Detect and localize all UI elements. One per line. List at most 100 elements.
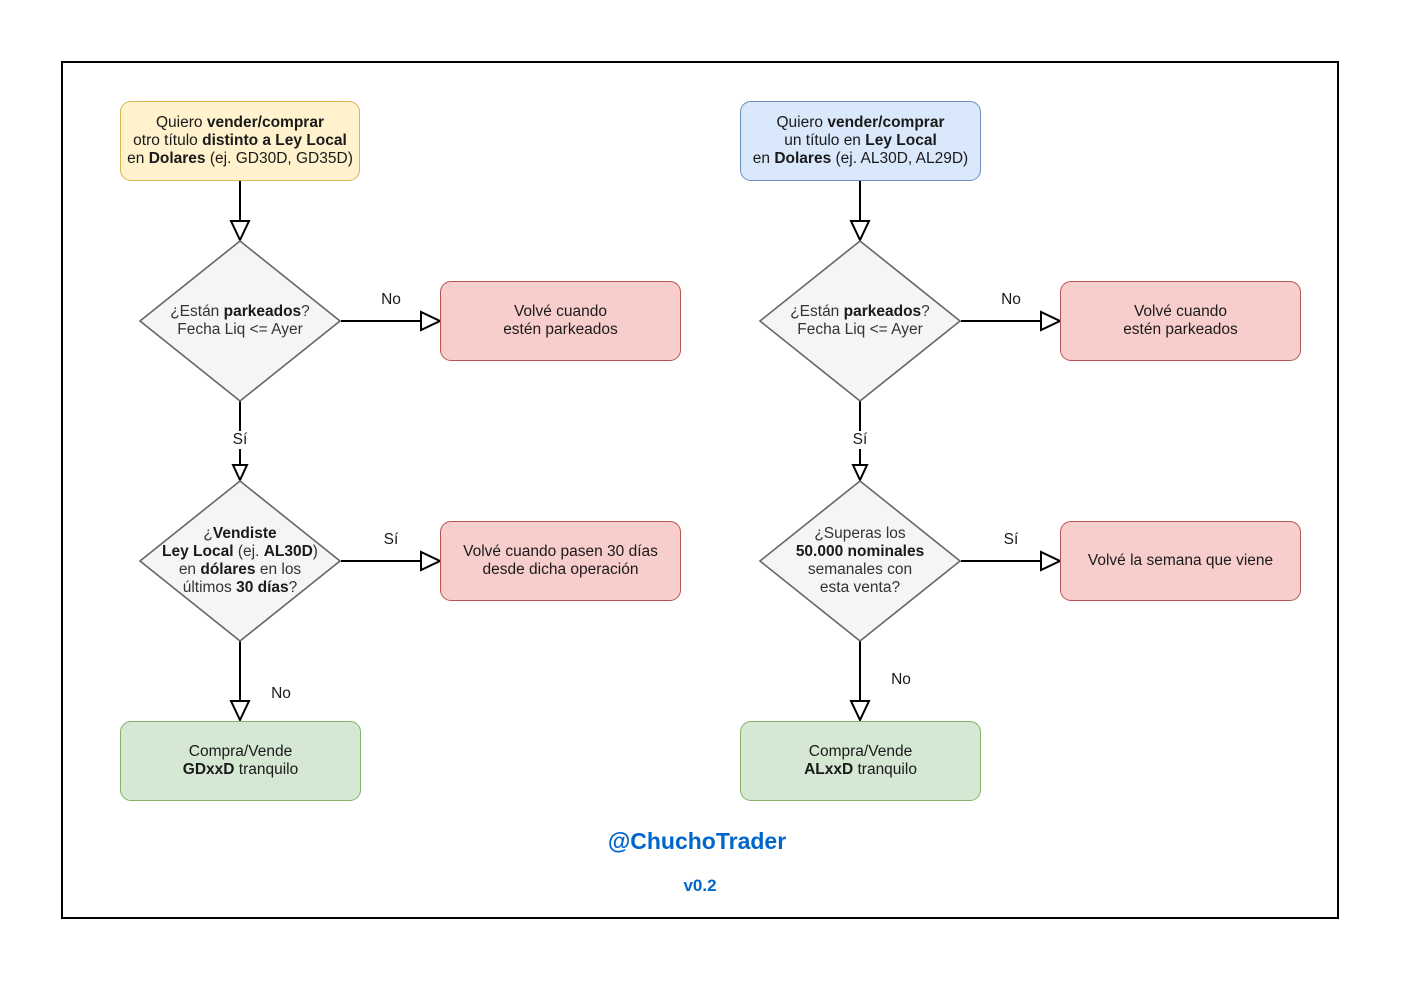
- node-text-line: Quiero vender/comprar: [156, 114, 324, 132]
- text-run: tranquilo: [853, 761, 917, 778]
- left-connectors: [229, 181, 443, 723]
- right-label-si2: Sí: [1001, 531, 1021, 549]
- text-run: ): [312, 543, 318, 560]
- right-decision1-text: ¿Están parkeados?Fecha Liq <= Ayer: [770, 291, 950, 351]
- node-text-line: Quiero vender/comprar: [776, 114, 944, 132]
- node-text-line: ¿Vendiste: [203, 525, 276, 543]
- text-run: estén parkeados: [1123, 321, 1238, 338]
- text-run: Quiero: [155, 114, 207, 131]
- right-result2-node: Volvé la semana que viene: [1060, 521, 1301, 601]
- node-text-line: en dólares en los: [179, 561, 301, 579]
- node-text-line: Volvé cuando: [514, 303, 607, 321]
- bold-text-run: vender/comprar: [206, 114, 324, 131]
- left-label-no2: No: [269, 685, 293, 703]
- text-run: en: [752, 150, 775, 167]
- node-text-line: Volvé cuando pasen 30 días: [463, 543, 658, 561]
- text-run: últimos: [182, 579, 237, 596]
- node-text-line: ALxxD tranquilo: [804, 761, 917, 779]
- text-run: en: [178, 561, 201, 578]
- right-arrowhead-result1: [1040, 310, 1063, 332]
- text-run: otro título: [133, 132, 203, 149]
- node-text-line: otro título distinto a Ley Local: [133, 132, 347, 150]
- brand-handle: @ChuchoTrader: [607, 828, 787, 854]
- text-run: Compra/Vende: [188, 743, 293, 760]
- node-text-line: semanales con: [808, 561, 912, 579]
- bold-text-run: 50.000 nominales: [795, 543, 925, 560]
- left-decision2-diamond: [138, 479, 342, 643]
- bold-text-run: Ley Local: [162, 543, 234, 560]
- bold-text-run: vender/comprar: [827, 114, 945, 131]
- left-label-si1: Sí: [230, 431, 250, 449]
- node-text-line: Fecha Liq <= Ayer: [797, 321, 923, 339]
- bold-text-run: AL30D: [263, 543, 313, 560]
- brand-version: v0.2: [683, 876, 717, 895]
- right-arrowhead-result2: [1040, 550, 1063, 572]
- text-run: Volvé cuando: [1133, 303, 1228, 320]
- text-run: semanales con: [807, 561, 913, 578]
- node-text-line: esta venta?: [820, 579, 900, 597]
- text-run: ¿Están: [790, 303, 844, 320]
- right-arrowhead-decision2: [851, 464, 869, 483]
- left-arrowhead-end: [229, 700, 251, 723]
- text-run: Fecha Liq <= Ayer: [177, 321, 303, 338]
- left-arrowhead-result1: [420, 310, 443, 332]
- right-label-no2: No: [889, 671, 913, 689]
- bold-text-run: Ley Local: [865, 132, 937, 149]
- bold-text-run: dólares: [200, 561, 256, 578]
- bold-text-run: distinto a Ley Local: [202, 132, 347, 149]
- left-decision1-diamond: [138, 239, 342, 403]
- right-decision2-diamond: [758, 479, 962, 643]
- node-text-line: GDxxD tranquilo: [183, 761, 298, 779]
- text-run: ¿Superas los: [814, 525, 906, 542]
- text-run: estén parkeados: [503, 321, 618, 338]
- node-text-line: Volvé cuando: [1134, 303, 1227, 321]
- text-run: ¿: [203, 525, 213, 542]
- right-connectors: [849, 181, 1063, 723]
- node-text-line: estén parkeados: [503, 321, 618, 339]
- text-run: (ej. GD30D, GD35D): [205, 150, 353, 167]
- node-text-line: Volvé la semana que viene: [1088, 552, 1273, 570]
- node-text-line: ¿Están parkeados?: [790, 303, 930, 321]
- text-run: esta venta?: [819, 579, 901, 596]
- bold-text-run: 30 días: [236, 579, 289, 596]
- right-arrowhead-end: [849, 700, 871, 723]
- left-arrowhead-decision2: [231, 464, 249, 483]
- text-run: (ej. AL30D, AL29D): [831, 150, 969, 167]
- text-run: ?: [301, 303, 310, 320]
- node-text-line: últimos 30 días?: [183, 579, 298, 597]
- text-run: (ej.: [233, 543, 264, 560]
- text-run: en los: [255, 561, 302, 578]
- bold-text-run: parkeados: [223, 303, 302, 320]
- node-text-line: en Dolares (ej. GD30D, GD35D): [127, 150, 353, 168]
- node-text-line: ¿Están parkeados?: [170, 303, 310, 321]
- node-text-line: ¿Superas los: [814, 525, 905, 543]
- node-text-line: Ley Local (ej. AL30D): [162, 543, 318, 561]
- node-text-line: Compra/Vende: [809, 743, 912, 761]
- left-arrowhead-decision1: [229, 220, 251, 243]
- text-run: un título en: [784, 132, 866, 149]
- node-text-line: Fecha Liq <= Ayer: [177, 321, 303, 339]
- bold-text-run: Dolares: [774, 150, 832, 167]
- text-run: Compra/Vende: [808, 743, 913, 760]
- text-run: desde dicha operación: [482, 561, 639, 578]
- node-text-line: estén parkeados: [1123, 321, 1238, 339]
- left-arrowhead-result2: [420, 550, 443, 572]
- text-run: Volvé la semana que viene: [1087, 552, 1274, 569]
- text-run: ?: [921, 303, 930, 320]
- text-run: en: [127, 150, 149, 167]
- right-label-si1: Sí: [850, 431, 870, 449]
- text-run: Volvé cuando: [513, 303, 608, 320]
- text-run: Volvé cuando pasen 30 días: [463, 543, 658, 560]
- text-run: ?: [288, 579, 298, 596]
